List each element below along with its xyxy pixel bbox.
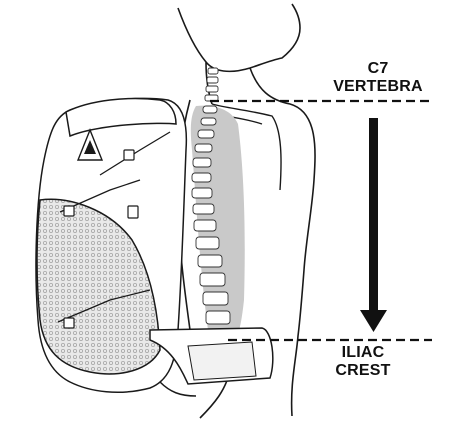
strap-buckles (63, 149, 139, 329)
neck-vertebrae (204, 67, 219, 102)
c7-vertebra-label: C7 VERTEBRA (318, 60, 438, 96)
iliac-label-line2: CREST (335, 362, 391, 379)
iliac-crest-label: ILIAC CREST (318, 344, 408, 380)
down-arrow-icon (360, 118, 387, 332)
compression-straps (57, 131, 171, 323)
backpack (35, 97, 274, 397)
triangle-logo-icon (76, 128, 104, 161)
c7-label-line2: VERTEBRA (333, 78, 423, 95)
top-lid (65, 97, 177, 138)
mesh-pocket (36, 198, 161, 375)
c7-label-line1: C7 (367, 60, 389, 77)
vertebrae (191, 105, 231, 325)
spine-illustration (190, 67, 245, 345)
iliac-label-line1: ILIAC (341, 344, 385, 361)
